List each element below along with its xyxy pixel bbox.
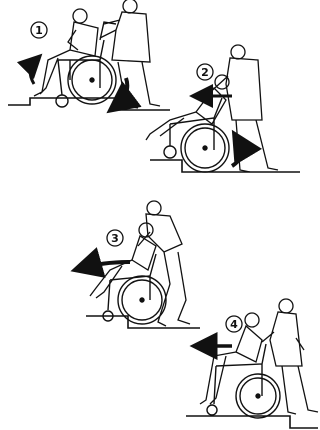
seated-person [146, 75, 229, 140]
panel-step-1: 1 [8, 0, 170, 110]
wheelchair [164, 98, 229, 172]
panel-step-3: 3 [82, 201, 200, 328]
curved-arrow-icon [30, 60, 36, 84]
panel-step-4: 4 [186, 299, 318, 428]
seated-person [34, 9, 98, 96]
attendant-person [262, 299, 318, 414]
panel-step-2: 2 [146, 45, 300, 172]
attendant-person [138, 201, 190, 326]
left-arrow-icon [82, 262, 130, 268]
step-number: 3 [111, 232, 119, 245]
step-number: 1 [35, 24, 43, 37]
step-number: 4 [230, 318, 238, 331]
step-number: 2 [201, 66, 209, 79]
